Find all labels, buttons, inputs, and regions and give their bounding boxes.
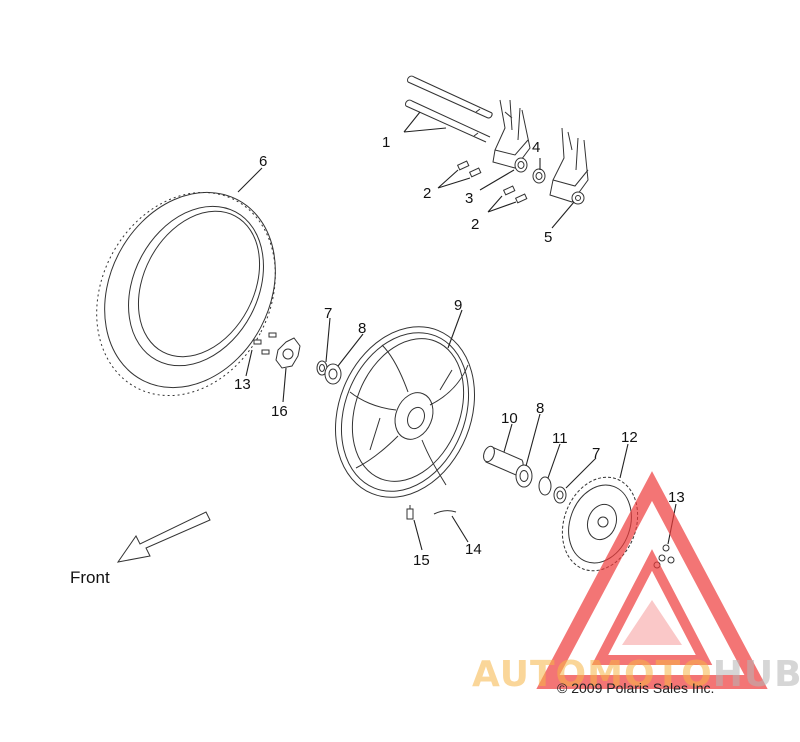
watermark-text: AUTOMOTOHUB [472,654,800,695]
callout-2-lower: 2 [471,216,479,233]
part-bearing-right [515,464,533,488]
callout-7-right: 7 [592,445,600,462]
front-direction-arrow [116,511,211,563]
callout-13-right: 13 [668,489,685,506]
callout-6: 6 [259,153,267,170]
callout-8-left: 8 [358,320,366,337]
callout-13-left: 13 [234,376,251,393]
part-fork-leg-left [492,99,531,169]
part-seal-right [553,486,567,504]
callout-9: 9 [454,297,462,314]
leader-lines [237,111,677,551]
part-bolts-upper [456,160,482,178]
part-axle-shafts [405,75,493,143]
callout-14: 14 [465,541,482,558]
part-spacer-4 [532,168,546,184]
watermark-logo [536,471,768,689]
part-snap-ring [538,476,552,496]
front-label: Front [70,568,110,587]
watermark-text-hub: HUB [712,654,800,695]
part-tire [96,191,276,397]
callout-11: 11 [552,430,568,447]
callout-15: 15 [413,552,430,569]
callout-16: 16 [271,403,288,420]
part-bearing-left [324,363,342,385]
part-valve-stem [406,505,414,520]
part-wheel-rim [334,326,476,498]
callout-1: 1 [382,134,390,151]
callout-3: 3 [465,190,473,207]
callout-8-right: 8 [536,400,544,417]
part-nut-5 [571,191,585,205]
part-spacer-3 [514,157,528,173]
part-balance-weight [433,510,457,515]
copyright-notice: © 2009 Polaris Sales Inc. [557,680,715,696]
callout-10: 10 [501,410,518,427]
part-hub-flange [275,337,301,369]
callout-12: 12 [621,429,638,446]
callout-numbers: 1 2 2 3 4 5 6 7 7 8 8 9 10 11 12 13 13 1… [234,134,685,569]
callout-5: 5 [544,229,552,246]
callout-2-upper: 2 [423,185,431,202]
callout-7-left: 7 [324,305,332,322]
part-fork-leg-right [549,127,589,203]
watermark-text-auto: AUTOMOTO [472,654,713,695]
part-bolts-lower [502,185,528,204]
part-hub-bolts [253,332,277,355]
callout-4: 4 [532,139,540,156]
